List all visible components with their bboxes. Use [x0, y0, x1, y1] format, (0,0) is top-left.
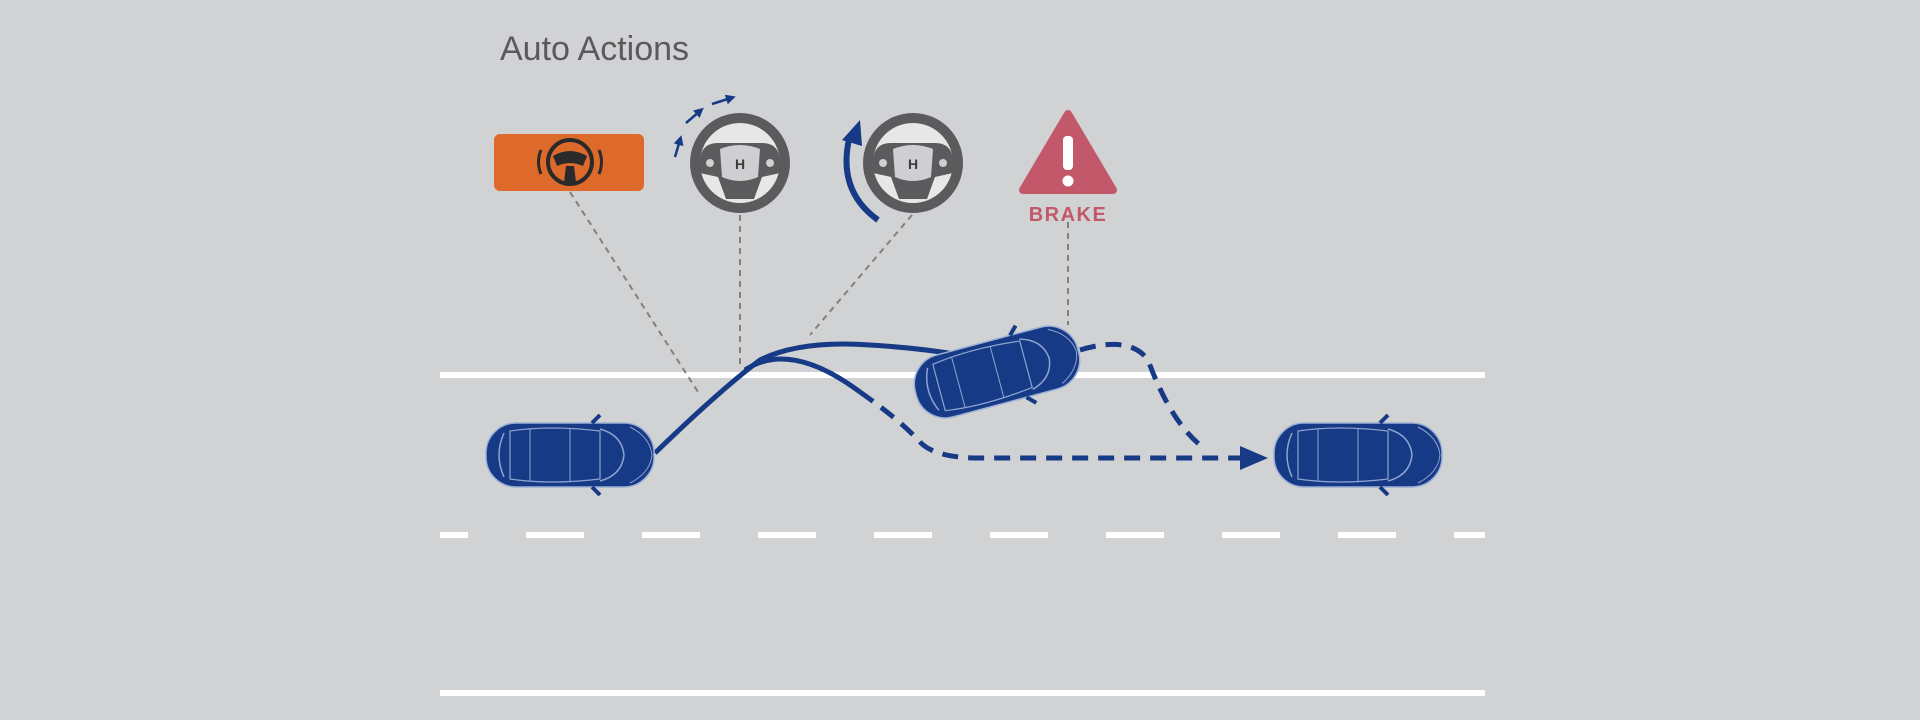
- corrected-path-dashed: [858, 389, 1240, 461]
- correction-path: [743, 356, 862, 395]
- return-path-dashed: [1079, 341, 1202, 447]
- path-arrowhead: [1240, 446, 1268, 470]
- brake-warning-icon: [1019, 110, 1117, 194]
- departure-path: [653, 341, 961, 455]
- car-departing: [903, 309, 1091, 435]
- steering-wheel-correction-icon: [842, 113, 963, 223]
- steering-wheel-vibration-icon: [673, 94, 790, 213]
- car-start: [484, 413, 656, 497]
- lane-departure-warning-icon: [494, 134, 644, 191]
- leader-lines: [569, 191, 1069, 393]
- car-end: [1272, 413, 1444, 497]
- page-title: Auto Actions: [500, 30, 690, 68]
- brake-label: BRAKE: [1029, 204, 1108, 226]
